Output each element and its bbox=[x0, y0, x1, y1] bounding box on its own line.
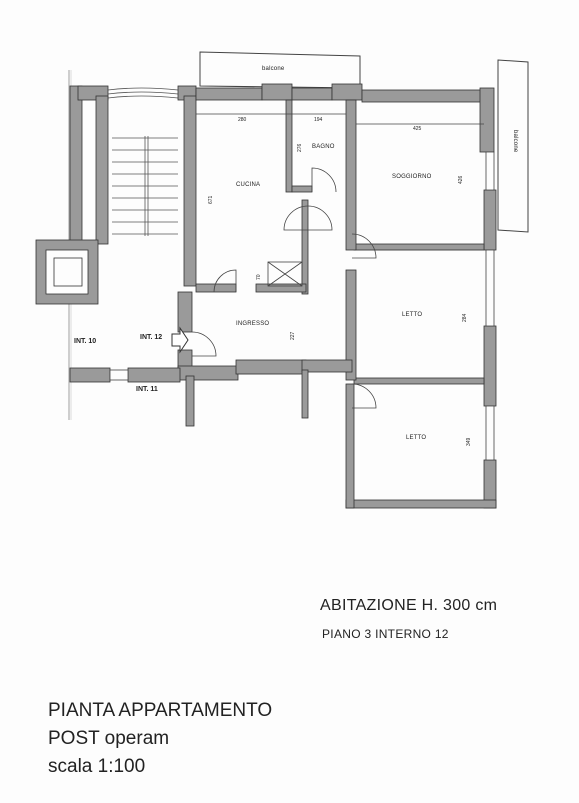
title-line-2: POST operam bbox=[48, 728, 170, 749]
right-balcony bbox=[497, 59, 529, 233]
unit-int-12-label: INT. 12 bbox=[140, 334, 163, 341]
dim-letto1-height: 284 bbox=[462, 313, 468, 322]
floor-unit-label: PIANO 3 INTERNO 12 bbox=[322, 627, 449, 641]
dim-soggiorno-width: 425 bbox=[413, 126, 422, 132]
dim-letto2-height: 349 bbox=[466, 437, 472, 446]
dim-cucina-width: 280 bbox=[238, 117, 247, 123]
closet-ripostiglio bbox=[267, 261, 303, 287]
unit-int-11-label: INT. 11 bbox=[136, 386, 158, 393]
stair-window bbox=[107, 87, 179, 99]
elevator-shaft bbox=[45, 249, 89, 295]
balcony-right-label: balcone bbox=[512, 130, 518, 153]
dim-cucina-height: 671 bbox=[208, 195, 214, 204]
title-scale: scala 1:100 bbox=[48, 756, 146, 777]
dim-bagno-height: 276 bbox=[297, 143, 303, 152]
unit-int-10-label: INT. 10 bbox=[74, 338, 97, 345]
dim-closet-height: 70 bbox=[256, 274, 262, 280]
room-ingresso-label: INGRESSO bbox=[236, 321, 270, 327]
balcony-top-label: balcone bbox=[262, 66, 285, 72]
room-letto-2-label: LETTO bbox=[406, 435, 427, 441]
walls bbox=[35, 83, 497, 509]
dwelling-height-label: ABITAZIONE H. 300 cm bbox=[320, 597, 498, 614]
room-soggiorno-label: SOGGIORNO bbox=[392, 174, 432, 180]
room-cucina-label: CUCINA bbox=[236, 182, 261, 188]
room-letto-1-label: LETTO bbox=[402, 312, 423, 318]
title-line-1: PIANTA APPARTAMENTO bbox=[48, 700, 273, 721]
staircase bbox=[112, 136, 178, 236]
entrance-arrow-icon bbox=[171, 326, 189, 354]
room-bagno-label: BAGNO bbox=[312, 144, 335, 150]
dim-ingresso-height: 227 bbox=[290, 331, 296, 340]
door-swings bbox=[191, 167, 377, 409]
windows bbox=[109, 151, 495, 461]
dim-bagno-width: 194 bbox=[314, 117, 323, 123]
dim-soggiorno-height: 426 bbox=[458, 175, 464, 184]
